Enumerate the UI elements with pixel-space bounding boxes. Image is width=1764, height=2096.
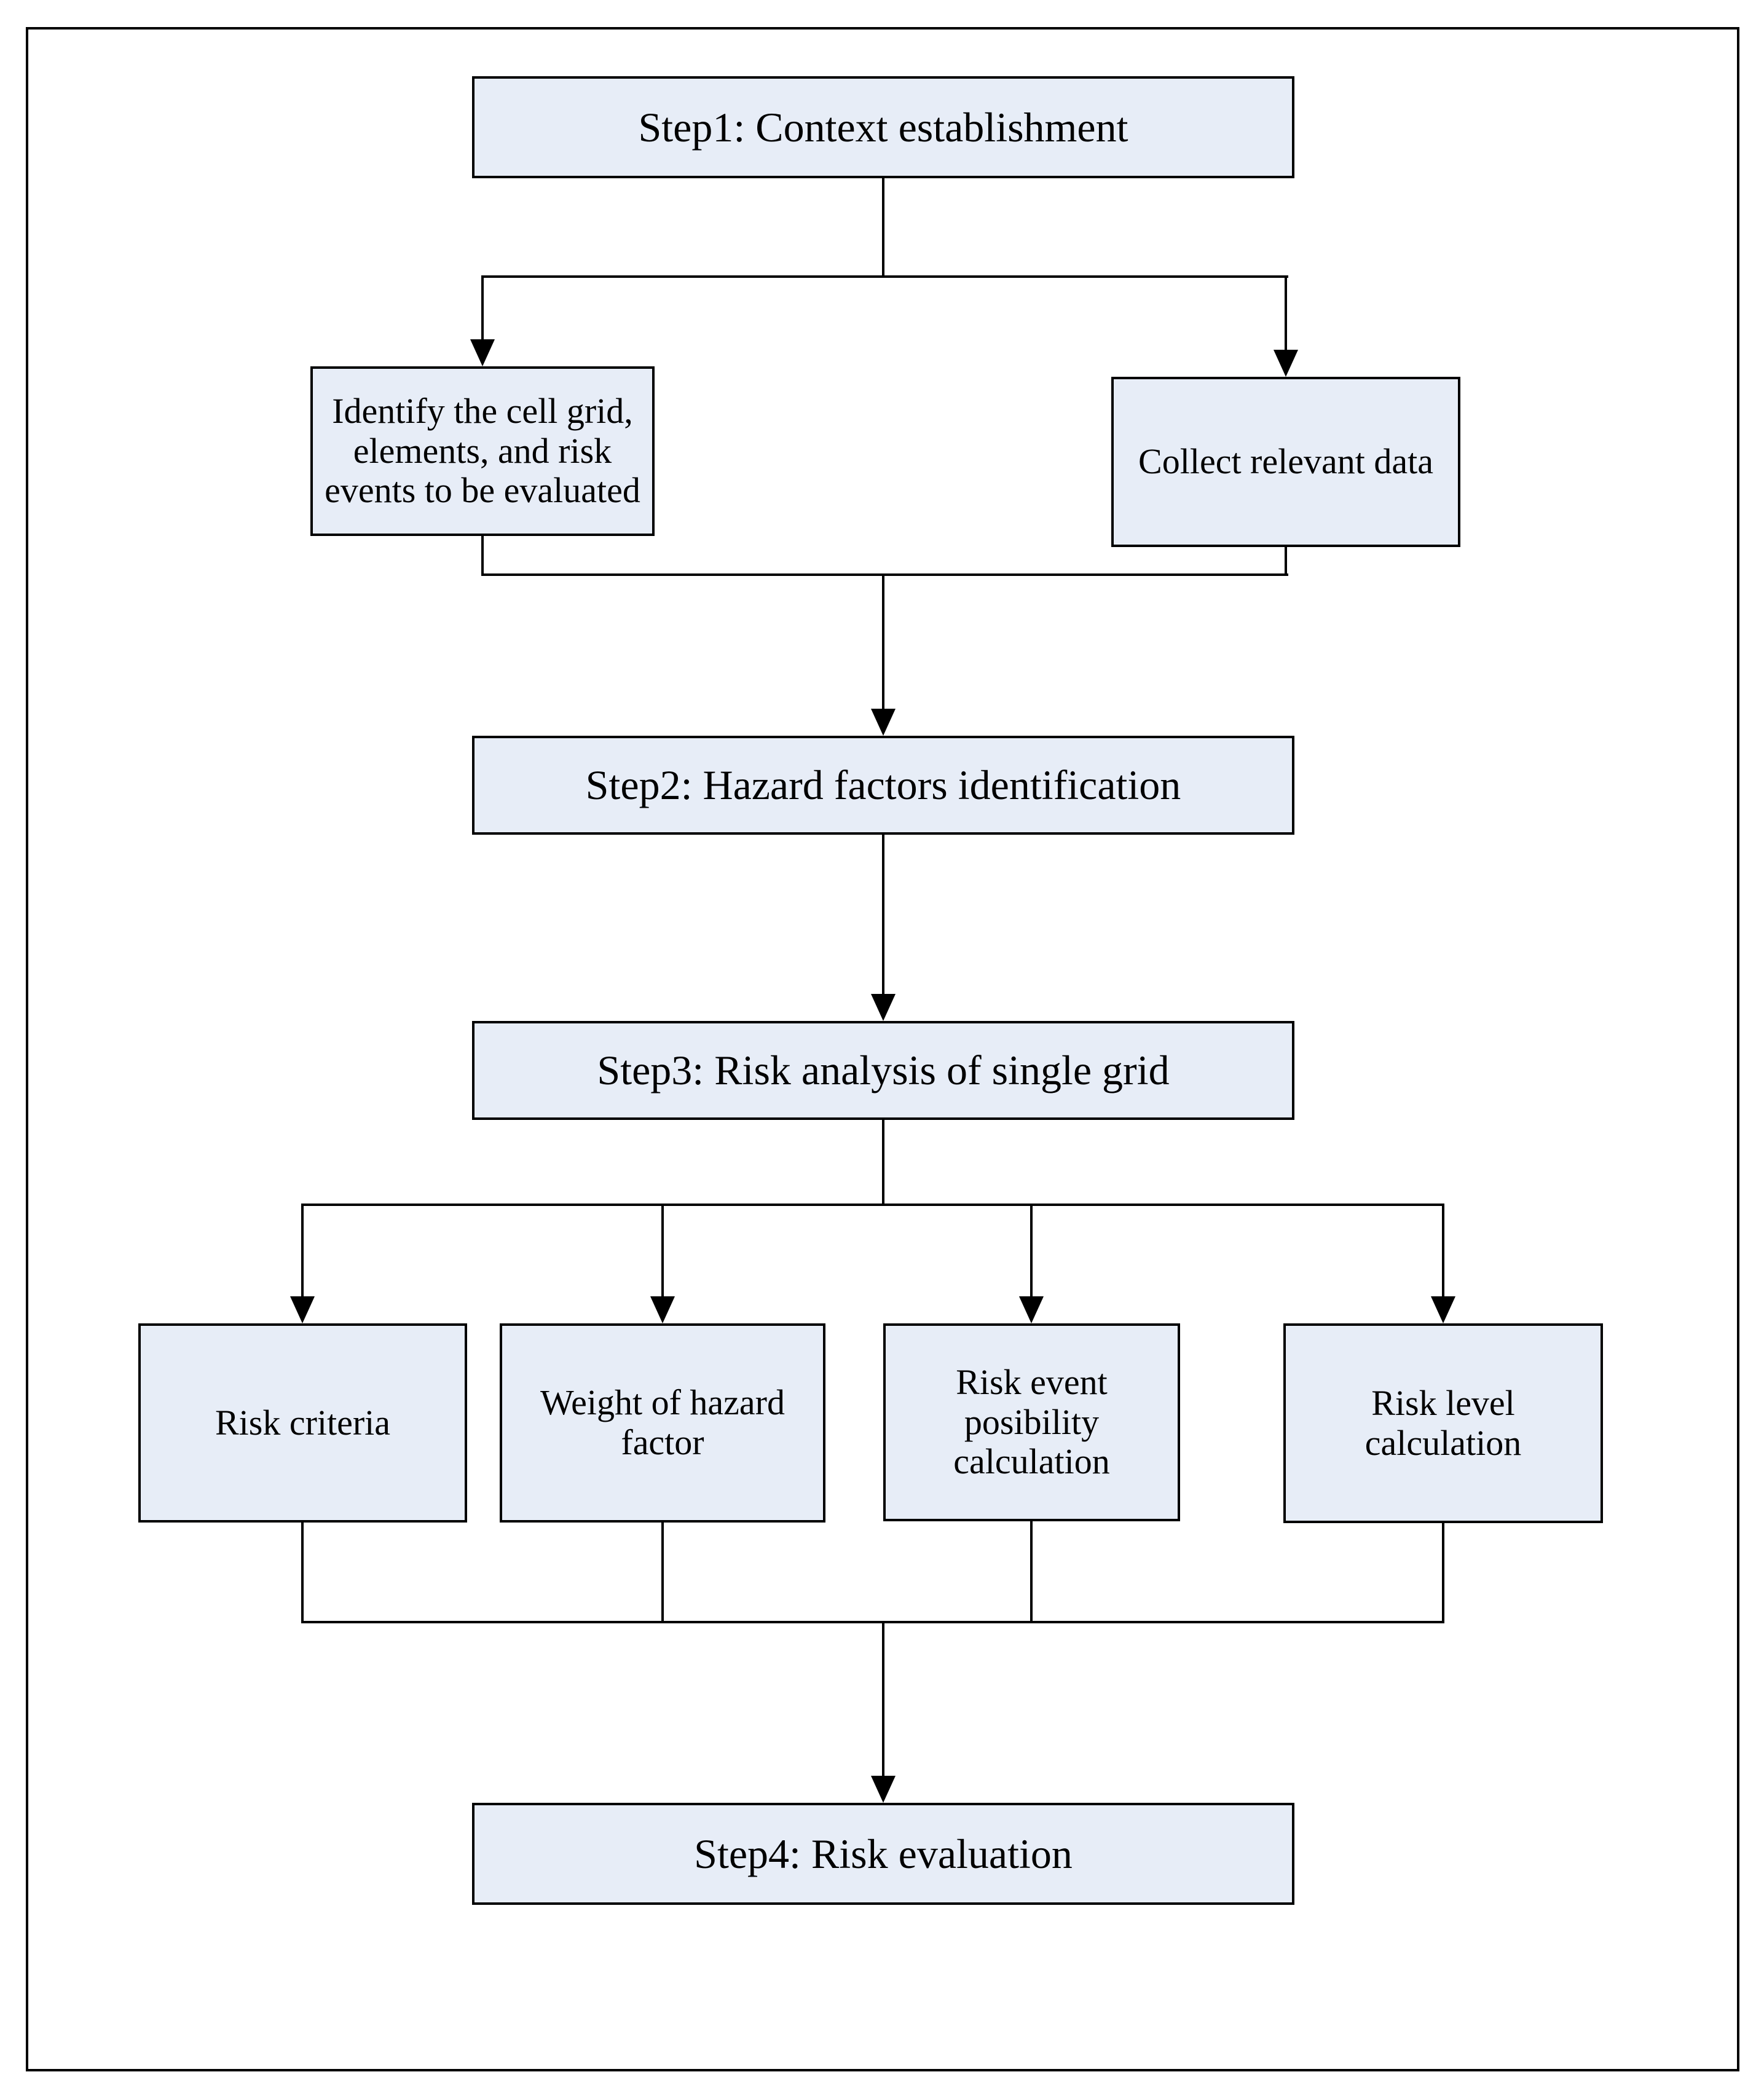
connector-split-to-weight bbox=[661, 1204, 664, 1296]
node-step1-context-establishment: Step1: Context establishment bbox=[472, 76, 1294, 178]
arrowhead-into-identify bbox=[470, 339, 495, 366]
connector-merge-to-step2 bbox=[882, 573, 884, 709]
connector-merge-bottom bbox=[301, 1621, 1444, 1623]
node-label: Collect relevant data bbox=[1138, 441, 1433, 482]
arrowhead-into-step3 bbox=[871, 994, 896, 1021]
node-label: Identify the cell grid, elements, and ri… bbox=[325, 390, 640, 511]
connector-collect-down bbox=[1285, 547, 1287, 576]
node-label: Step1: Context establishment bbox=[638, 103, 1128, 151]
node-identify-cell-grid: Identify the cell grid, elements, and ri… bbox=[310, 366, 655, 536]
arrowhead-into-step4 bbox=[871, 1776, 896, 1803]
node-weight-of-hazard-factor: Weight of hazard factor bbox=[500, 1323, 825, 1523]
connector-merge-top bbox=[481, 573, 1288, 576]
arrowhead-into-posibility bbox=[1019, 1296, 1044, 1323]
page-border bbox=[26, 27, 1739, 2071]
node-label: Risk level calculation bbox=[1364, 1382, 1522, 1463]
node-label: Weight of hazard factor bbox=[540, 1382, 785, 1462]
connector-step1-down bbox=[882, 178, 884, 275]
connector-split-to-posibility bbox=[1030, 1204, 1033, 1296]
node-risk-event-posibility-calculation: Risk event posibility calculation bbox=[883, 1323, 1180, 1521]
arrowhead-into-criteria bbox=[290, 1296, 315, 1323]
node-step2-hazard-factors-identification: Step2: Hazard factors identification bbox=[472, 736, 1294, 835]
arrowhead-into-weight bbox=[650, 1296, 675, 1323]
node-label: Risk criteria bbox=[215, 1402, 391, 1443]
connector-split-to-collect bbox=[1285, 275, 1287, 350]
node-risk-level-calculation: Risk level calculation bbox=[1283, 1323, 1603, 1523]
node-collect-relevant-data: Collect relevant data bbox=[1111, 377, 1460, 547]
connector-step2-to-step3 bbox=[882, 835, 884, 994]
connector-split-bottom bbox=[301, 1204, 1444, 1206]
connector-weight-down bbox=[661, 1523, 664, 1623]
connector-level-down bbox=[1442, 1523, 1444, 1623]
node-label: Step4: Risk evaluation bbox=[694, 1830, 1073, 1877]
node-label: Risk event posibility calculation bbox=[953, 1361, 1110, 1482]
arrowhead-into-step2 bbox=[871, 709, 896, 736]
connector-step3-down bbox=[882, 1120, 884, 1206]
connector-posibility-down bbox=[1030, 1519, 1033, 1623]
arrowhead-into-level bbox=[1431, 1296, 1455, 1323]
node-risk-criteria: Risk criteria bbox=[138, 1323, 467, 1523]
connector-criteria-down bbox=[301, 1523, 304, 1623]
node-step3-risk-analysis-single-grid: Step3: Risk analysis of single grid bbox=[472, 1021, 1294, 1120]
connector-split-top bbox=[481, 275, 1288, 278]
connector-split-to-level bbox=[1442, 1204, 1444, 1296]
connector-identify-down bbox=[481, 536, 484, 576]
node-label: Step2: Hazard factors identification bbox=[585, 762, 1181, 809]
connector-split-to-identify bbox=[481, 275, 484, 339]
node-step4-risk-evaluation: Step4: Risk evaluation bbox=[472, 1803, 1294, 1905]
connector-merge-to-step4 bbox=[882, 1621, 884, 1776]
node-label: Step3: Risk analysis of single grid bbox=[597, 1047, 1170, 1094]
connector-split-to-criteria bbox=[301, 1204, 304, 1296]
arrowhead-into-collect bbox=[1274, 350, 1298, 377]
